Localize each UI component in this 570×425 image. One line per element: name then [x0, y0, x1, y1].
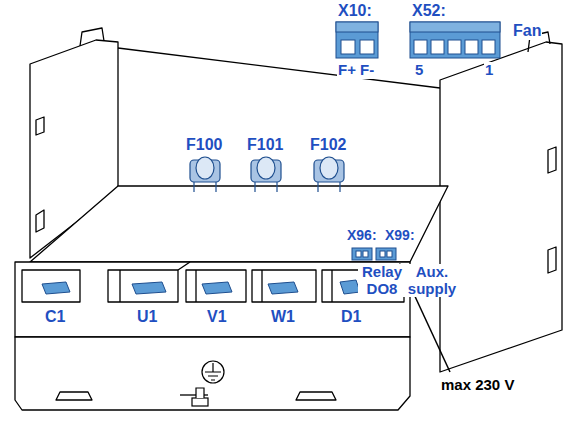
pin-number: 5 [414, 62, 424, 79]
terminal-name: W1 [270, 308, 296, 326]
terminal-lug [132, 282, 166, 294]
connector-name: X52: [411, 2, 447, 20]
voltage-note: max 230 V [440, 377, 515, 394]
enclosure [36, 210, 44, 232]
fuse-holder [251, 157, 281, 192]
enclosure [548, 247, 556, 273]
plug-connector [410, 22, 500, 32]
plug-connector [431, 40, 444, 54]
fuse-holder [314, 157, 344, 192]
terminal-name: D1 [340, 308, 362, 326]
small-connector [387, 251, 392, 257]
plug-connector [482, 40, 495, 54]
plug-connector [336, 22, 500, 58]
small-connector [380, 251, 385, 257]
pin-name: F+ F- [337, 62, 375, 79]
enclosure [548, 147, 556, 173]
connector-function: Fan [512, 22, 542, 40]
small-connector [356, 251, 361, 257]
enclosure [118, 48, 440, 88]
fuse-holder [190, 157, 344, 192]
enclosure [22, 270, 80, 302]
connector-name: X99: [384, 228, 416, 243]
earth-symbol [202, 361, 224, 383]
enclosure [120, 262, 190, 302]
connector-function: Aux. supply [404, 264, 460, 297]
fuse-name: F102 [309, 136, 347, 154]
fuse-holder [194, 182, 216, 192]
enclosure [195, 270, 196, 302]
enclosure [15, 28, 562, 410]
small-connector [363, 251, 368, 257]
fuse-name: F100 [185, 136, 223, 154]
enclosure [80, 28, 104, 46]
fuse-holder [190, 157, 220, 192]
small-connector [352, 248, 372, 260]
enclosure [440, 42, 562, 372]
enclosure [56, 392, 92, 400]
enclosure [331, 270, 332, 302]
earth-bolt [192, 388, 208, 406]
terminal-lug [340, 280, 360, 294]
fuse-holder [257, 157, 275, 179]
terminal-name: V1 [206, 308, 228, 326]
terminal-lug [268, 282, 298, 294]
plug-connector [360, 40, 374, 54]
plug-connector [465, 40, 478, 54]
terminal-lug [42, 280, 360, 294]
connector-name: X96: [346, 228, 378, 243]
plug-connector [410, 22, 500, 58]
terminal-lug [42, 282, 70, 294]
fuse-holder [255, 182, 277, 192]
fuse-holder [320, 157, 338, 179]
fuse-name: F101 [246, 136, 284, 154]
enclosure [296, 392, 336, 400]
fuse-holder [196, 157, 214, 179]
enclosure [15, 262, 410, 337]
plug-connector [341, 40, 355, 54]
connector-function: Relay DO8 [358, 264, 406, 297]
plug-connector [336, 22, 378, 32]
enclosure [36, 117, 44, 135]
pin-number: 1 [484, 62, 494, 79]
enclosure [15, 337, 410, 410]
earth-bolt [192, 398, 208, 406]
plug-connector [448, 40, 461, 54]
small-connector [376, 248, 396, 260]
enclosure [186, 270, 246, 302]
terminal-name: U1 [136, 308, 158, 326]
plug-connector [336, 22, 378, 58]
enclosure [252, 270, 316, 302]
earth-symbol [202, 361, 224, 383]
enclosure [30, 186, 448, 262]
fuse-holder [318, 182, 340, 192]
enclosure [108, 270, 178, 302]
terminal-lug [202, 282, 232, 294]
connector-name: X10: [337, 2, 373, 20]
small-connector [352, 248, 396, 260]
plug-connector [414, 40, 427, 54]
enclosure [261, 270, 262, 302]
earth-symbol [205, 363, 221, 380]
earth-bolt [196, 388, 204, 398]
terminal-name: C1 [44, 308, 66, 326]
